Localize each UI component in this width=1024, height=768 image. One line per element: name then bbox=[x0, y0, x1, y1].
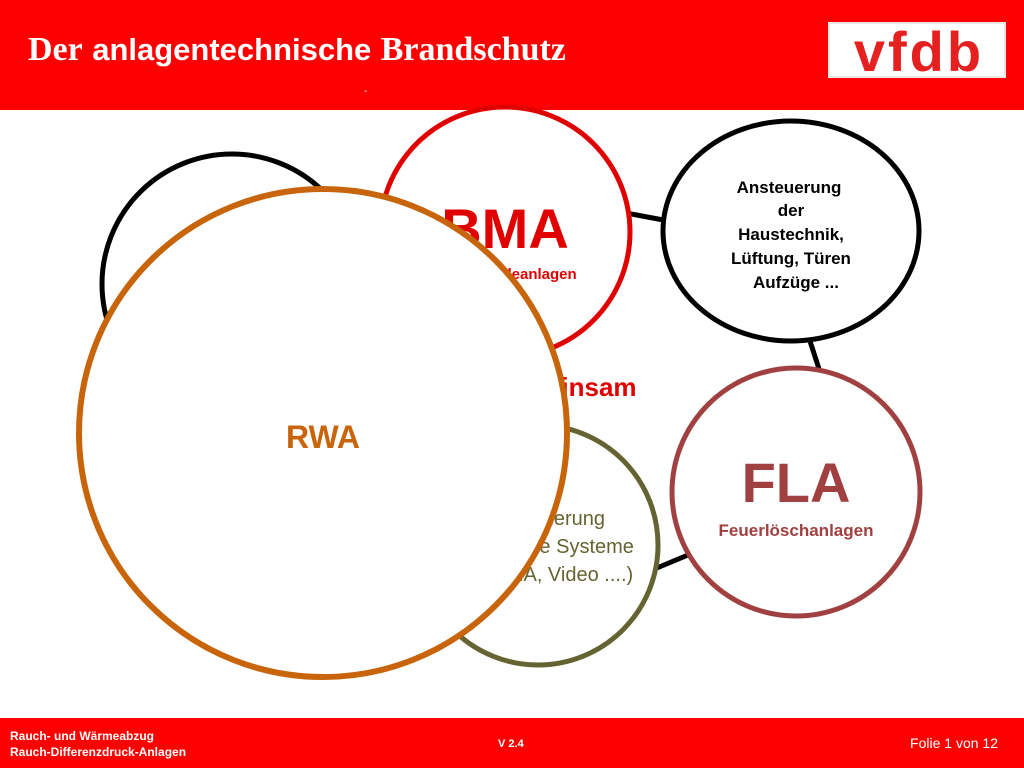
vfdb-logo: vfdb bbox=[828, 20, 1006, 83]
footer-topic-line-1: Rauch- und Wärmeabzug bbox=[10, 729, 155, 743]
haustechnik-line-5: Aufzüge ... bbox=[753, 273, 839, 292]
fla-title: FLA bbox=[742, 451, 851, 514]
footer-version: V 2.4 bbox=[498, 738, 524, 750]
circle-rwa: RWA bbox=[76, 186, 570, 680]
title-part-der: Der bbox=[28, 31, 83, 68]
circle-haustechnik-ring bbox=[660, 118, 922, 344]
header-bar: Der anlagentechnische Brandschutz - vfdb bbox=[0, 0, 1024, 110]
title-part-anlagentechnische: anlagentechnische bbox=[92, 32, 372, 67]
circle-fla-ring bbox=[669, 365, 923, 619]
footer-topic: Rauch- und Wärmeabzug Rauch-Differenzdru… bbox=[10, 728, 186, 760]
circle-haustechnik: Ansteuerung der Haustechnik, Lüftung, Tü… bbox=[660, 118, 922, 344]
haustechnik-line-4: Lüftung, Türen bbox=[731, 249, 851, 268]
circle-fla: FLA Feuerlöschanlagen bbox=[669, 365, 923, 619]
title-part-brandschutz: Brandschutz bbox=[380, 31, 566, 68]
haustechnik-line-3: Haustechnik, bbox=[738, 225, 844, 244]
footer-page-number: Folie 1 von 12 bbox=[910, 735, 998, 751]
fla-subtitle: Feuerlöschanlagen bbox=[719, 521, 874, 540]
circle-rwa-ring bbox=[76, 186, 570, 680]
footer-topic-line-2: Rauch-Differenzdruck-Anlagen bbox=[10, 745, 187, 759]
footer-bar: Rauch- und Wärmeabzug Rauch-Differenzdru… bbox=[0, 718, 1024, 768]
title-dash: - bbox=[364, 86, 368, 97]
slide-title: Der anlagentechnische Brandschutz bbox=[28, 30, 566, 69]
haustechnik-line-1: Ansteuerung bbox=[737, 178, 842, 197]
vfdb-logo-text: vfdb bbox=[853, 20, 985, 83]
rwa-title: RWA bbox=[286, 419, 360, 455]
haustechnik-line-2: der bbox=[778, 201, 805, 220]
